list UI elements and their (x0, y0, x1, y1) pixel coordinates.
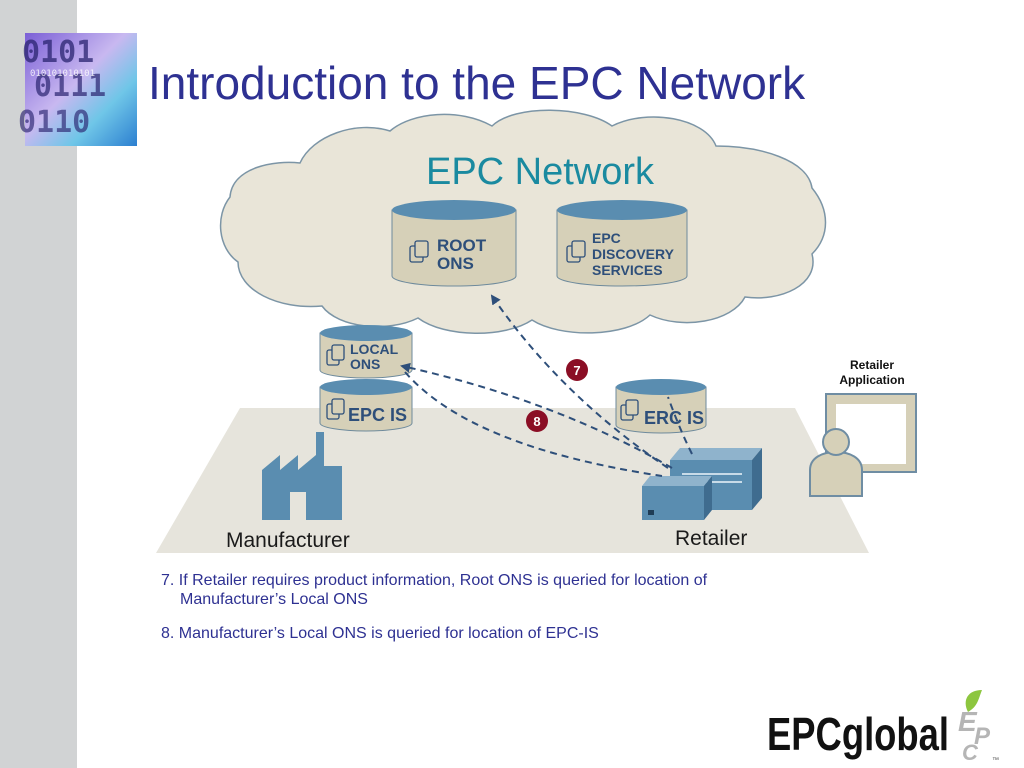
epcglobal-logo-text: EPCglobal (767, 708, 949, 760)
step-8-badge: 8 (526, 410, 548, 432)
svg-text:P: P (974, 723, 991, 750)
document-icon (326, 344, 345, 366)
discovery-services-database: EPC DISCOVERY SERVICES (556, 200, 688, 287)
epc-network-cloud: EPC Network (219, 109, 827, 334)
local-ons-label-line2: ONS (350, 356, 380, 372)
root-ons-database: ROOT ONS (391, 200, 517, 287)
step-7-badge: 7 (566, 359, 588, 381)
manufacturer-label: Manufacturer (226, 529, 350, 552)
retailer-application-label-line2: Application (839, 373, 904, 387)
note-step-8-text: 8. Manufacturer’s Local ONS is queried f… (161, 625, 599, 642)
binary-image: 0101 0111 0110 010101010101 (18, 33, 137, 146)
arrow-local-ons-to-manufacturer-epcis (404, 371, 663, 477)
manufacturer-epcis-database: EPC IS (319, 379, 413, 432)
svg-text:010101010101: 010101010101 (30, 69, 95, 79)
manufacturer-epcis-label: EPC IS (348, 405, 407, 425)
document-icon (620, 399, 639, 421)
discovery-label-line2: DISCOVERY (592, 246, 675, 262)
discovery-label-line3: SERVICES (592, 262, 663, 278)
step-7-number: 7 (573, 363, 580, 378)
svg-text:E: E (958, 706, 978, 737)
svg-text:C: C (962, 740, 979, 765)
epcglobal-logo: EPCglobal E P C ™ (767, 690, 999, 765)
svg-text:0110: 0110 (18, 105, 90, 140)
retailer-application-icon (809, 393, 917, 497)
document-icon (566, 240, 586, 263)
retailer-label: Retailer (675, 527, 747, 550)
local-ons-database: LOCAL ONS (319, 325, 413, 379)
retailer-epcis-label: ERC IS (644, 408, 704, 428)
retailer-server-icon (642, 448, 762, 520)
trademark-symbol: ™ (992, 757, 999, 764)
cloud-title: EPC Network (426, 151, 655, 193)
local-ons-label-line1: LOCAL (350, 341, 399, 357)
retailer-epcis-database: ERC IS (615, 379, 707, 434)
arrow-retailer-to-retailer-epcis (667, 396, 693, 455)
document-icon (409, 240, 429, 263)
retailer-application-label-line1: Retailer (850, 358, 894, 372)
epc-leaf-icon: E P C (958, 690, 991, 765)
svg-text:0101: 0101 (22, 35, 94, 70)
note-step-8: 8. Manufacturer’s Local ONS is queried f… (161, 624, 599, 643)
root-ons-label-line2: ONS (437, 254, 474, 273)
query-arrows (400, 294, 693, 477)
note-step-7-line1: 7. If Retailer requires product informat… (161, 572, 708, 589)
document-icon (326, 398, 345, 420)
step-8-number: 8 (533, 414, 540, 429)
svg-text:0111: 0111 (34, 69, 106, 104)
note-step-7: 7. If Retailer requires product informat… (161, 571, 707, 609)
page-title: Introduction to the EPC Network (148, 57, 806, 109)
arrow-retailer-to-root-ons (490, 294, 669, 469)
discovery-label-line1: EPC (592, 230, 621, 246)
factory-icon (262, 432, 342, 520)
root-ons-label-line1: ROOT (437, 236, 487, 255)
note-step-7-line2: Manufacturer’s Local ONS (180, 591, 368, 608)
